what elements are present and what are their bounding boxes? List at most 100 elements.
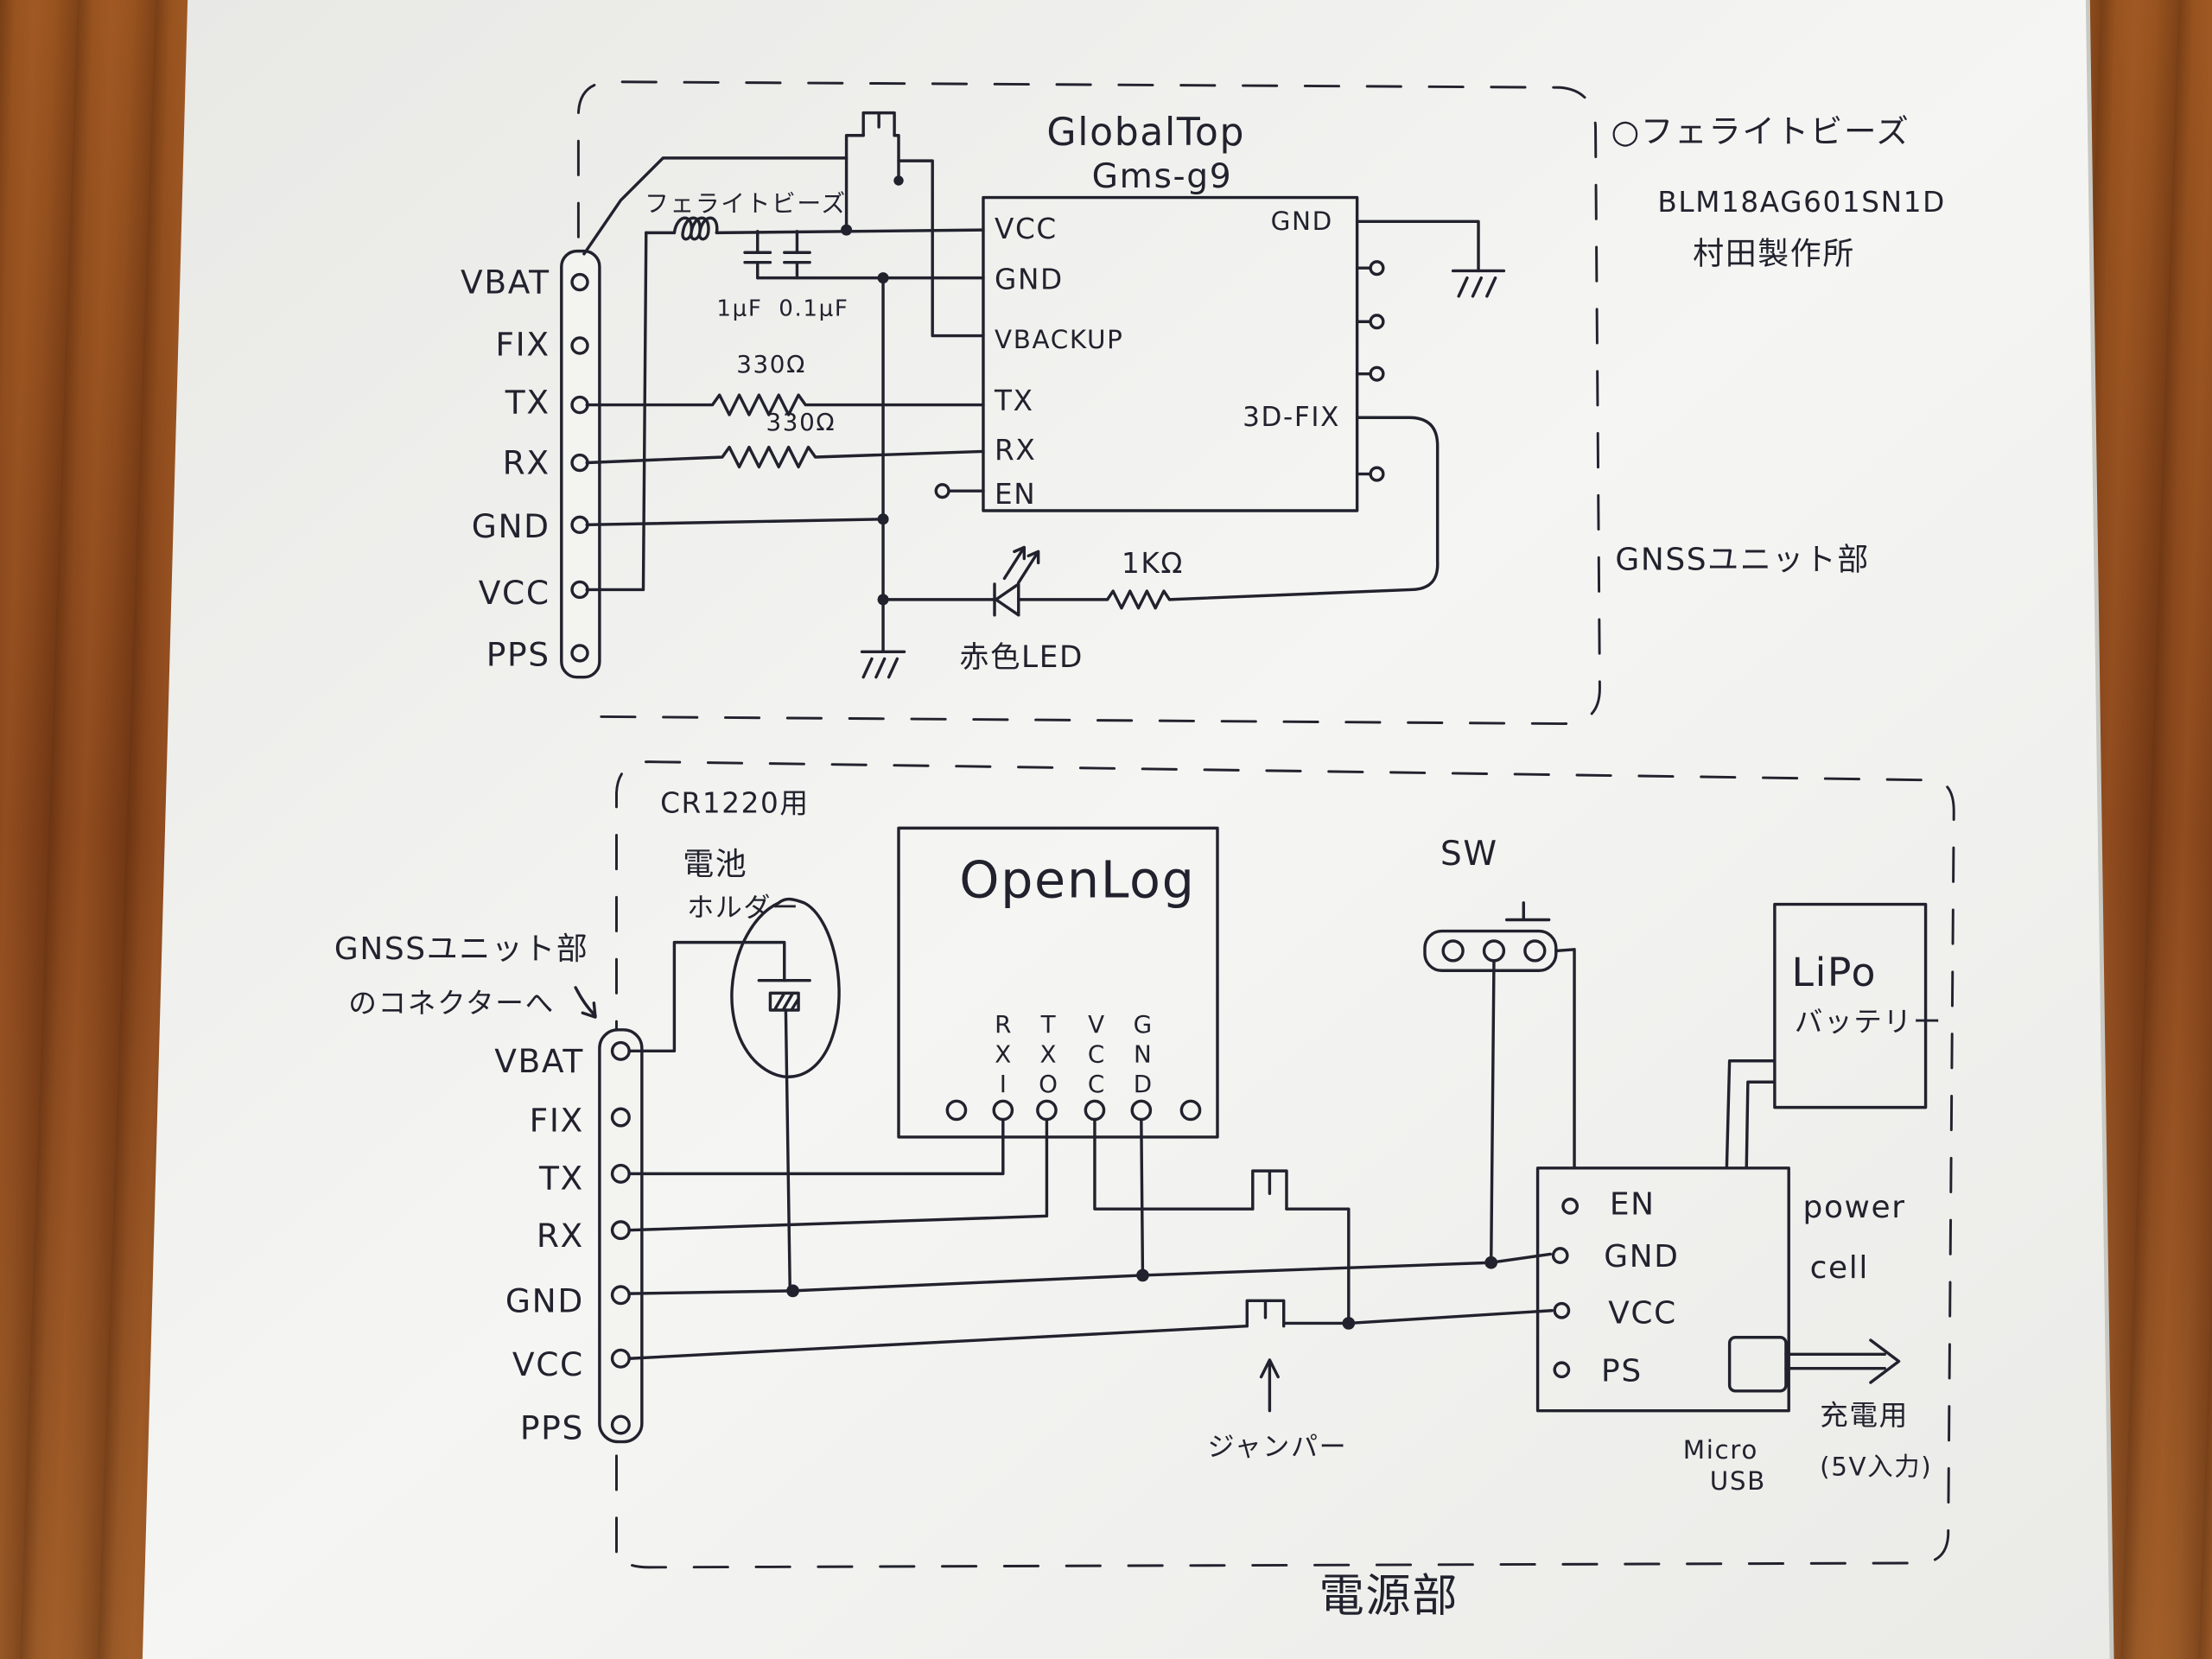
note-maker: 村田製作所 xyxy=(1693,236,1855,271)
module-pin-gnd-right: GND xyxy=(1271,207,1333,236)
connector-label-rx: RX xyxy=(503,444,550,482)
junction-dot xyxy=(1342,1317,1356,1330)
led-resistor-label: 1KΩ xyxy=(1122,547,1184,580)
junction-dot xyxy=(877,513,889,525)
lipo-battery xyxy=(1773,902,1928,1109)
usb-label-1: Micro xyxy=(1683,1435,1758,1465)
connector-label-gnd: GND xyxy=(472,507,550,545)
module-nc-pin-stub xyxy=(1355,266,1372,476)
jumper-arrow xyxy=(1259,1358,1280,1413)
switch-actuator xyxy=(1504,901,1551,922)
connector-vcc-wire xyxy=(585,231,648,592)
power-cell-label-vcc: VCC xyxy=(1608,1295,1677,1331)
openlog-vcc-wire xyxy=(1285,1207,1351,1325)
connector-label-vbat: VBAT xyxy=(494,1042,584,1080)
openlog-pin-label-txo: TXO xyxy=(1034,1010,1063,1100)
connector-label-pps: PPS xyxy=(520,1408,584,1446)
capacitor-1uf xyxy=(743,230,772,280)
gnss-section-label: GNSSユニット部 xyxy=(1615,543,1869,578)
battery-holder-label-2: 電池 xyxy=(683,847,747,882)
power-cell-label-en: EN xyxy=(1610,1187,1656,1223)
openlog-vcc-wire xyxy=(1093,1118,1255,1211)
resistor-tx-label: 330Ω xyxy=(736,350,806,378)
lipo-battery-label: バッテリー xyxy=(1795,1005,1942,1038)
gnss-connector xyxy=(560,249,601,679)
module-pin-tx: TX xyxy=(994,385,1034,417)
power-cell-board xyxy=(1535,1166,1790,1413)
led-label: 赤色LED xyxy=(959,640,1084,675)
connector-label-fix: FIX xyxy=(495,325,550,363)
gnss-module xyxy=(982,195,1359,512)
connector-label-tx: TX xyxy=(505,383,550,421)
power-cell-label-ps: PS xyxy=(1601,1353,1643,1389)
switch-pin xyxy=(1441,939,1465,963)
capacitor-label-1: 1μF xyxy=(716,296,762,322)
battery-holder-label-3: ホルダー xyxy=(687,893,800,924)
connector-label-fix: FIX xyxy=(530,1101,584,1139)
connector-note-arrow xyxy=(574,986,597,1019)
power-section-boundary xyxy=(615,760,1955,1569)
connector-pin-fix xyxy=(570,336,589,355)
module-gnd-wire xyxy=(1355,219,1480,273)
power-cell-pin-ps xyxy=(1553,1361,1571,1379)
module-maker-label: GlobalTop xyxy=(1046,111,1245,155)
switch-label: SW xyxy=(1440,835,1498,874)
usb-label-2: USB xyxy=(1710,1466,1766,1496)
battery-holder-outline xyxy=(730,897,841,1078)
resistor-rx-label: 330Ω xyxy=(766,408,836,436)
module-nc-pin xyxy=(1369,260,1385,276)
connector-label-tx: TX xyxy=(538,1159,584,1197)
jumper-symbol xyxy=(861,111,896,137)
openlog-pin-label-vcc: VCC xyxy=(1082,1010,1110,1100)
module-nc-pin xyxy=(1369,314,1385,330)
tx-wire xyxy=(627,1118,1005,1176)
connector-label-rx: RX xyxy=(537,1217,584,1255)
module-pin-vbackup: VBACKUP xyxy=(995,325,1123,354)
battery-holder-label-1: CR1220用 xyxy=(660,786,810,819)
module-pin-3d-fix: 3D-FIX xyxy=(1243,402,1340,433)
power-cell-title-1: power xyxy=(1803,1190,1906,1225)
junction-dot xyxy=(786,1284,799,1298)
charge-label-2: (5V入力) xyxy=(1820,1452,1932,1482)
switch-pin xyxy=(1523,939,1547,963)
openlog-pin-label-rxi: RXI xyxy=(988,1010,1017,1100)
gnss-section-boundary xyxy=(576,80,1601,726)
power-cell-label-gnd: GND xyxy=(1604,1239,1679,1274)
connector-label-vcc: VCC xyxy=(512,1345,584,1383)
connector-pin-vbat xyxy=(570,272,589,292)
vcc-wire xyxy=(627,1324,1249,1360)
paper-edge-shadow xyxy=(2085,0,2114,1659)
capacitor-0-1uf xyxy=(783,230,811,280)
module-pin-gnd: GND xyxy=(995,264,1064,296)
vbat-wire xyxy=(582,156,849,256)
power-section-label: 電源部 xyxy=(1319,1570,1459,1622)
led-light-arrows xyxy=(1002,545,1040,584)
gnss-unit-section: VBAT FIX TX RX GND VCC PPS GlobalTop Gms… xyxy=(461,80,1944,726)
power-cell-pin-vcc xyxy=(1553,1301,1571,1319)
lipo-wires xyxy=(1725,1059,1777,1170)
switch-en-wire xyxy=(1554,948,1576,1170)
vbat-wire xyxy=(627,940,786,1053)
rx-wire-resistor xyxy=(585,445,985,469)
openlog-pin xyxy=(945,1099,968,1122)
power-unit-section: CR1220用 電池 ホルダー GNSSユニット部 のコネクターへ VBAT F… xyxy=(334,760,1955,1622)
connector-pin-pps xyxy=(570,644,589,663)
module-pin-en: EN xyxy=(995,478,1036,511)
module-pin-vcc: VCC xyxy=(995,213,1058,245)
battery-gnd-wire xyxy=(784,1008,791,1293)
switch-gnd-wire xyxy=(1490,959,1496,1264)
jumper-left-wire xyxy=(844,134,865,232)
jumper-right-wire xyxy=(893,134,900,182)
connector-pin-fix xyxy=(610,1107,631,1128)
jumper-label: ジャンパー xyxy=(1208,1432,1348,1463)
vbackup-wire xyxy=(897,159,985,338)
power-connector xyxy=(598,1028,644,1444)
junction-dot xyxy=(893,175,904,186)
openlog-pin xyxy=(1179,1099,1202,1122)
power-cell-pin-gnd xyxy=(1551,1247,1569,1264)
capacitor-label-2: 0.1μF xyxy=(779,296,849,322)
openlog-gnd-wire xyxy=(1140,1118,1145,1277)
micro-usb-port xyxy=(1727,1336,1788,1393)
lipo-label: LiPo xyxy=(1791,950,1877,995)
connector-note-1: GNSSユニット部 xyxy=(334,931,588,967)
